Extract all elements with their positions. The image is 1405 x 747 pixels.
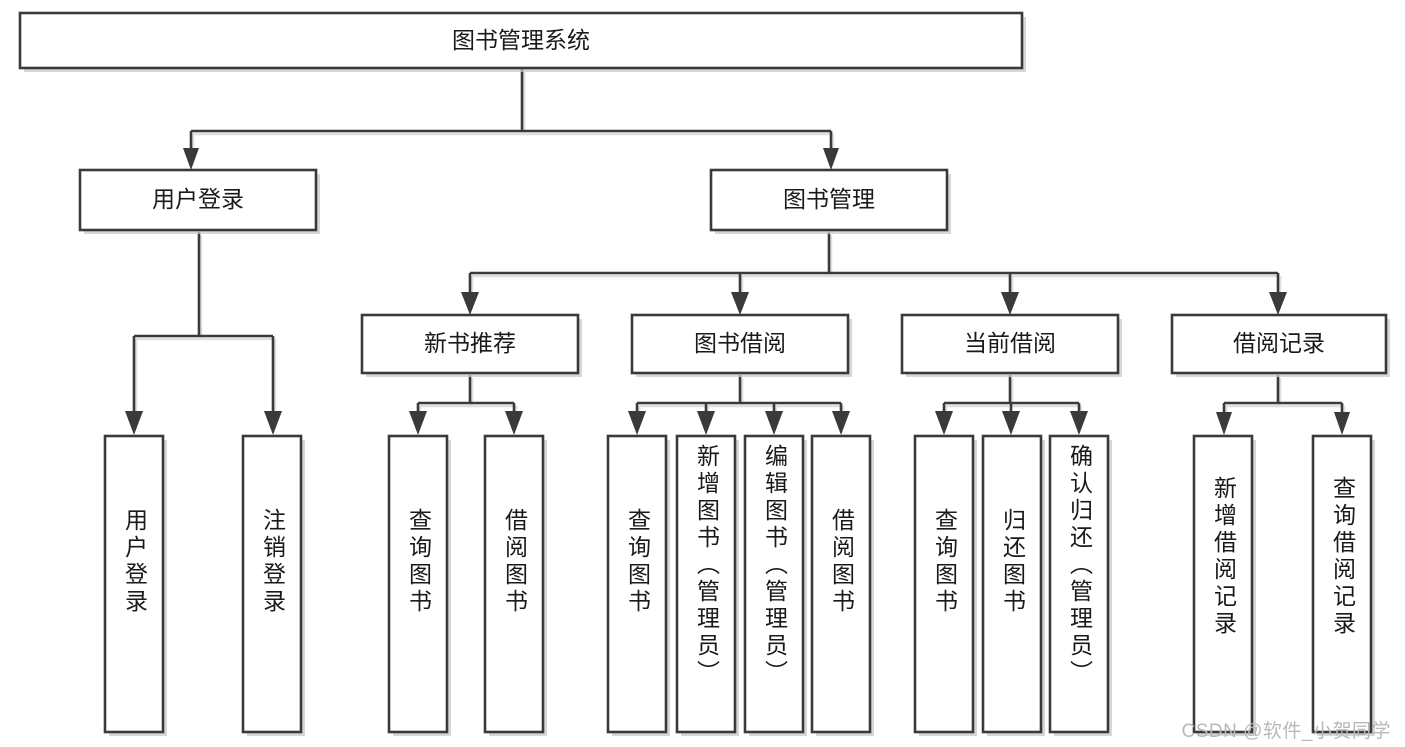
leaf-newbook-borrow[interactable] (483, 434, 547, 736)
node-current-borrow-label: 当前借阅 (964, 330, 1056, 356)
connector-newbook-to-leaves (409, 375, 523, 435)
leaf-currentborrow-return[interactable] (981, 434, 1045, 736)
leaf-bookborrow-add[interactable] (675, 434, 739, 736)
leaf-bookborrow-borrow[interactable] (810, 434, 874, 736)
node-borrow-record[interactable]: 借阅记录 (1170, 313, 1390, 377)
node-root-label: 图书管理系统 (452, 27, 590, 53)
leaf-bookborrow-edit[interactable] (743, 434, 807, 736)
connector-layer (125, 69, 1350, 435)
leaf-newbook-query[interactable] (387, 434, 451, 736)
node-borrow-record-label: 借阅记录 (1233, 330, 1325, 356)
leaf-currentborrow-confirm[interactable] (1048, 434, 1112, 736)
connector-userlogin-to-leaves (125, 232, 282, 435)
connector-bookborrow-to-leaves (628, 375, 850, 435)
node-user-login[interactable]: 用户登录 (78, 168, 320, 234)
leaf-borrowrecord-query[interactable] (1311, 434, 1375, 736)
leaf-borrowrecord-add[interactable] (1192, 434, 1256, 736)
node-book-borrow-label: 图书借阅 (694, 330, 786, 356)
node-user-login-label: 用户登录 (152, 186, 244, 212)
leaf-user-login-logout[interactable] (241, 434, 305, 736)
node-current-borrow[interactable]: 当前借阅 (900, 313, 1122, 377)
node-new-book-recommend-label: 新书推荐 (424, 330, 516, 356)
connector-borrowrecord-to-leaves (1216, 375, 1350, 435)
node-book-management-label: 图书管理 (783, 186, 875, 212)
connector-currentborrow-to-leaves (935, 375, 1088, 435)
leaf-user-login-login[interactable] (103, 434, 167, 736)
node-book-borrow[interactable]: 图书借阅 (630, 313, 852, 377)
node-new-book-recommend[interactable]: 新书推荐 (360, 313, 582, 377)
node-book-management[interactable]: 图书管理 (709, 168, 951, 234)
node-root[interactable]: 图书管理系统 (18, 11, 1026, 72)
connector-bookmgmt-to-level3 (461, 232, 1287, 315)
leaf-bookborrow-query[interactable] (606, 434, 670, 736)
connector-root-to-level2 (183, 69, 839, 170)
leaf-currentborrow-query[interactable] (913, 434, 977, 736)
